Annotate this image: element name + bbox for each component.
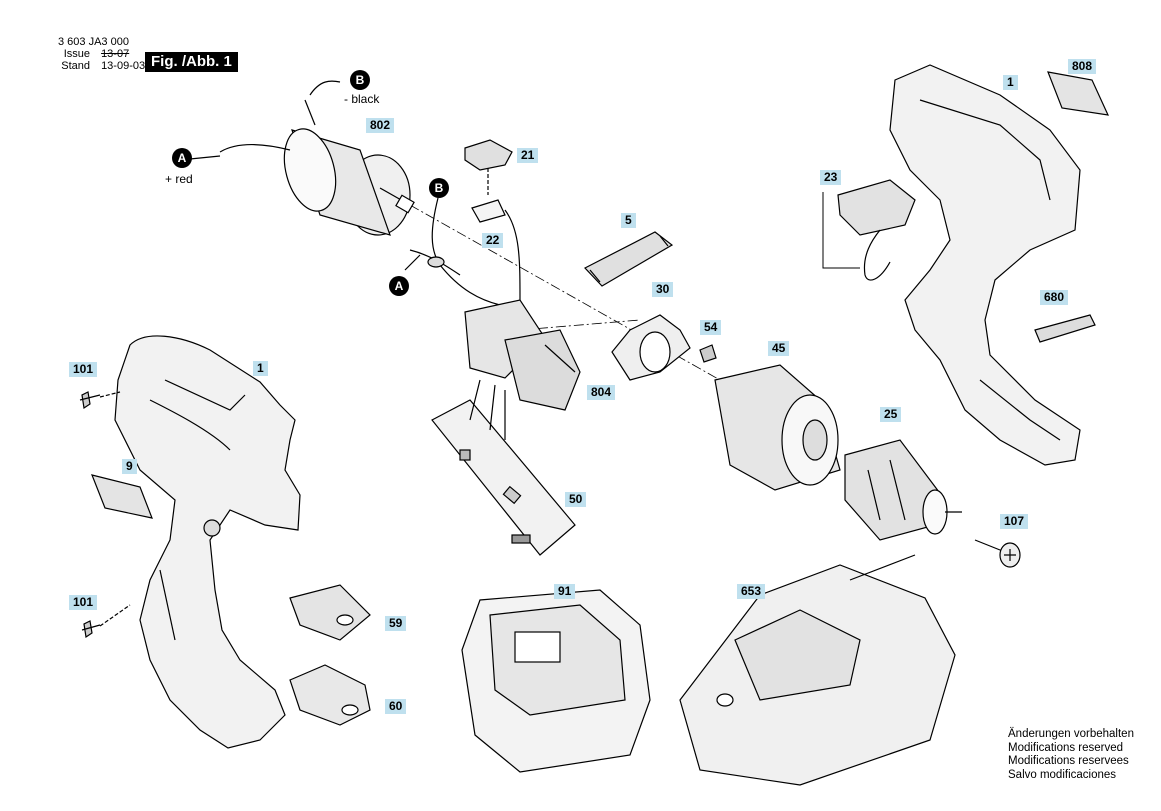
callout-23: 23 <box>820 170 842 185</box>
part-60-drawing <box>289 664 371 726</box>
callout-59: 59 <box>385 616 407 631</box>
cables-drawing <box>404 197 521 306</box>
housing-left-drawing <box>114 335 301 749</box>
notice-es: Salvo modificaciones <box>1008 768 1117 781</box>
callout-21: 21 <box>517 148 539 163</box>
label-808-drawing <box>1047 71 1110 116</box>
callout-101-bottom: 101 <box>69 595 98 610</box>
callout-802: 802 <box>366 118 395 133</box>
charger-653-drawing <box>679 554 956 786</box>
part-number: 3 603 JA3 000 <box>58 36 129 48</box>
wire-marker-b-mid: B <box>429 178 449 198</box>
switch-804-drawing <box>464 299 581 411</box>
callout-5: 5 <box>621 213 636 228</box>
notice-en: Modifications reserved <box>1008 741 1124 754</box>
part-30-drawing <box>611 314 691 381</box>
callout-50: 50 <box>565 492 587 507</box>
part-22-drawing <box>471 199 506 223</box>
callout-91: 91 <box>554 584 576 599</box>
label-9-drawing <box>91 474 153 519</box>
pcb-50-drawing <box>431 379 576 556</box>
callout-107: 107 <box>1000 514 1029 529</box>
callout-808: 808 <box>1068 59 1097 74</box>
callout-101-top: 101 <box>69 362 98 377</box>
callout-1-right: 1 <box>1003 75 1018 90</box>
part-54-drawing <box>699 344 717 363</box>
callout-653: 653 <box>737 584 766 599</box>
black-wire-note: - black <box>344 92 380 106</box>
callout-60: 60 <box>385 699 407 714</box>
bit-680-drawing <box>1034 314 1096 343</box>
callout-30: 30 <box>652 282 674 297</box>
callout-45: 45 <box>768 341 790 356</box>
document-header: 3 603 JA3 000 Issue 13-07 Stand 13-09-03 <box>58 36 145 72</box>
screw-107-drawing <box>974 539 1021 568</box>
callout-680: 680 <box>1040 290 1069 305</box>
figure-title: Fig. /Abb. 1 <box>145 52 238 72</box>
callout-804: 804 <box>587 385 616 400</box>
issue-label: Issue <box>63 48 90 60</box>
notice-de: Änderungen vorbehalten <box>1008 728 1134 740</box>
part-5-drawing <box>584 231 674 287</box>
stand-value: 13-09-03 <box>101 60 146 72</box>
wire-marker-a-mid: A <box>389 276 409 296</box>
callout-1-left: 1 <box>253 361 268 376</box>
callout-25: 25 <box>880 407 902 422</box>
wire-marker-a-top: A <box>172 148 192 168</box>
stand-row: Stand 13-09-03 <box>58 60 145 72</box>
housing-right-drawing <box>889 64 1081 466</box>
stand-label: Stand <box>61 60 90 72</box>
switch-23-drawing <box>822 179 916 281</box>
red-wire-note: + red <box>165 172 193 186</box>
assembly-axis-line-2 <box>519 319 641 331</box>
callout-9: 9 <box>122 459 137 474</box>
motor-802-drawing <box>219 80 415 236</box>
callout-54: 54 <box>700 320 722 335</box>
screw-101-top-drawing <box>79 391 101 410</box>
chuck-25-drawing <box>844 439 962 541</box>
battery-91-drawing <box>461 589 651 773</box>
issue-value: 13-07 <box>101 48 130 60</box>
modifications-notice: Änderungen vorbehalten Modifications res… <box>1008 728 1134 782</box>
callout-22: 22 <box>482 233 504 248</box>
wire-marker-b-top: B <box>350 70 370 90</box>
notice-fr: Modifications reservees <box>1008 755 1129 767</box>
part-21-drawing <box>464 139 513 171</box>
part-59-drawing <box>289 584 371 641</box>
issue-row: Issue 13-07 <box>58 48 145 60</box>
screw-101-bottom-drawing <box>81 620 101 639</box>
gearbox-45-drawing <box>714 364 841 491</box>
